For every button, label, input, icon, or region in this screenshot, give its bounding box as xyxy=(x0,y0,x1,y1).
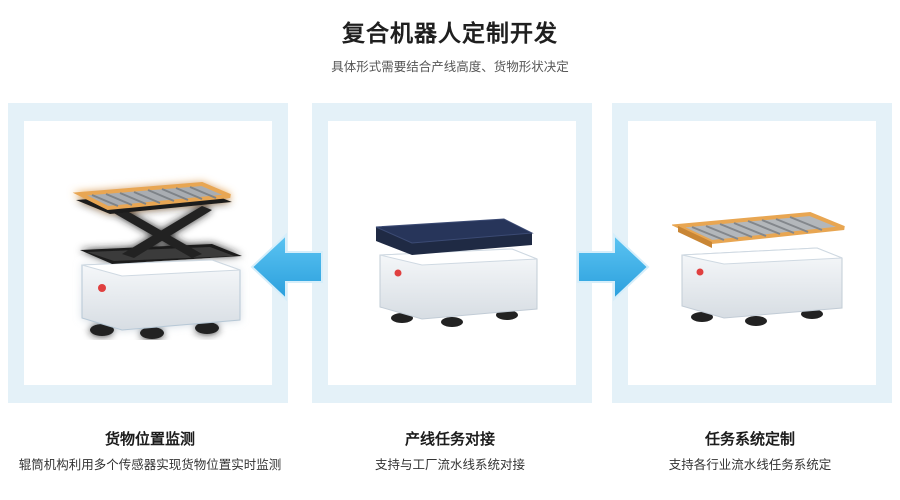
card-description: 支持各行业流水线任务系统定 xyxy=(668,457,832,472)
page-subtitle: 具体形式需要结合产线高度、货物形状决定 xyxy=(331,59,569,74)
card-title: 任务系统定制 xyxy=(704,430,795,448)
page-title: 复合机器人定制开发 xyxy=(342,21,558,47)
flat-top-robot-illustration xyxy=(375,218,538,327)
card-title: 货物位置监测 xyxy=(104,430,195,448)
card-panel-line-docking xyxy=(312,103,592,403)
card-title: 产线任务对接 xyxy=(404,430,495,448)
card-description: 支持与工厂流水线系统对接 xyxy=(374,457,525,472)
arrow-right-icon xyxy=(577,232,650,302)
scissor-lift-robot-illustration xyxy=(72,181,242,339)
arrow-left-icon xyxy=(250,232,323,302)
card-description: 辊筒机构利用多个传感器实现货物位置实时监测 xyxy=(18,457,282,472)
roller-conveyor-robot-illustration xyxy=(672,211,845,326)
